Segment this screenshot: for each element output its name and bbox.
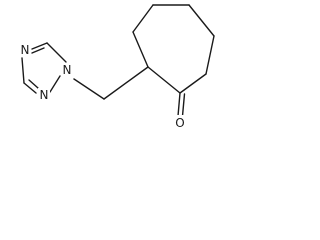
atom-o-label: O xyxy=(175,116,184,130)
ring-bond-2 xyxy=(188,4,215,37)
linker-bond-ring xyxy=(103,66,149,100)
molecule-structure: N N N O xyxy=(19,4,215,130)
structure-canvas: N N N O xyxy=(0,0,222,139)
carbonyl-bond-inner xyxy=(181,93,186,117)
triazole-bond-c5-n4 xyxy=(31,42,48,50)
ring-bond-6 xyxy=(132,31,149,68)
atom-labels: N N N O xyxy=(19,43,187,130)
methylene-linker xyxy=(73,66,149,100)
triazole-bond-c3-n2-double xyxy=(28,79,39,89)
linker-bond-triazole xyxy=(73,78,105,100)
atom-n2-label: N xyxy=(40,88,49,102)
cycloheptanone-ring xyxy=(132,4,215,94)
ring-bond-7 xyxy=(132,4,154,33)
triazole-bond-n4-c3 xyxy=(21,57,25,84)
triazole-ring xyxy=(21,42,67,94)
triazole-bond-c5-n4-double xyxy=(31,47,45,54)
ketone-group xyxy=(177,92,186,117)
triazole-bond-c3-n2 xyxy=(23,82,37,94)
triazole-bond-n2-n1 xyxy=(49,75,61,93)
triazole-bond-n1-c5 xyxy=(46,42,67,63)
atom-n4-label: N xyxy=(21,43,30,57)
ring-bond-3 xyxy=(205,35,215,75)
carbonyl-bond-outer xyxy=(177,92,181,117)
ring-bond-4 xyxy=(179,73,207,94)
ring-bond-5 xyxy=(147,66,181,94)
atom-n1-label: N xyxy=(63,63,72,77)
